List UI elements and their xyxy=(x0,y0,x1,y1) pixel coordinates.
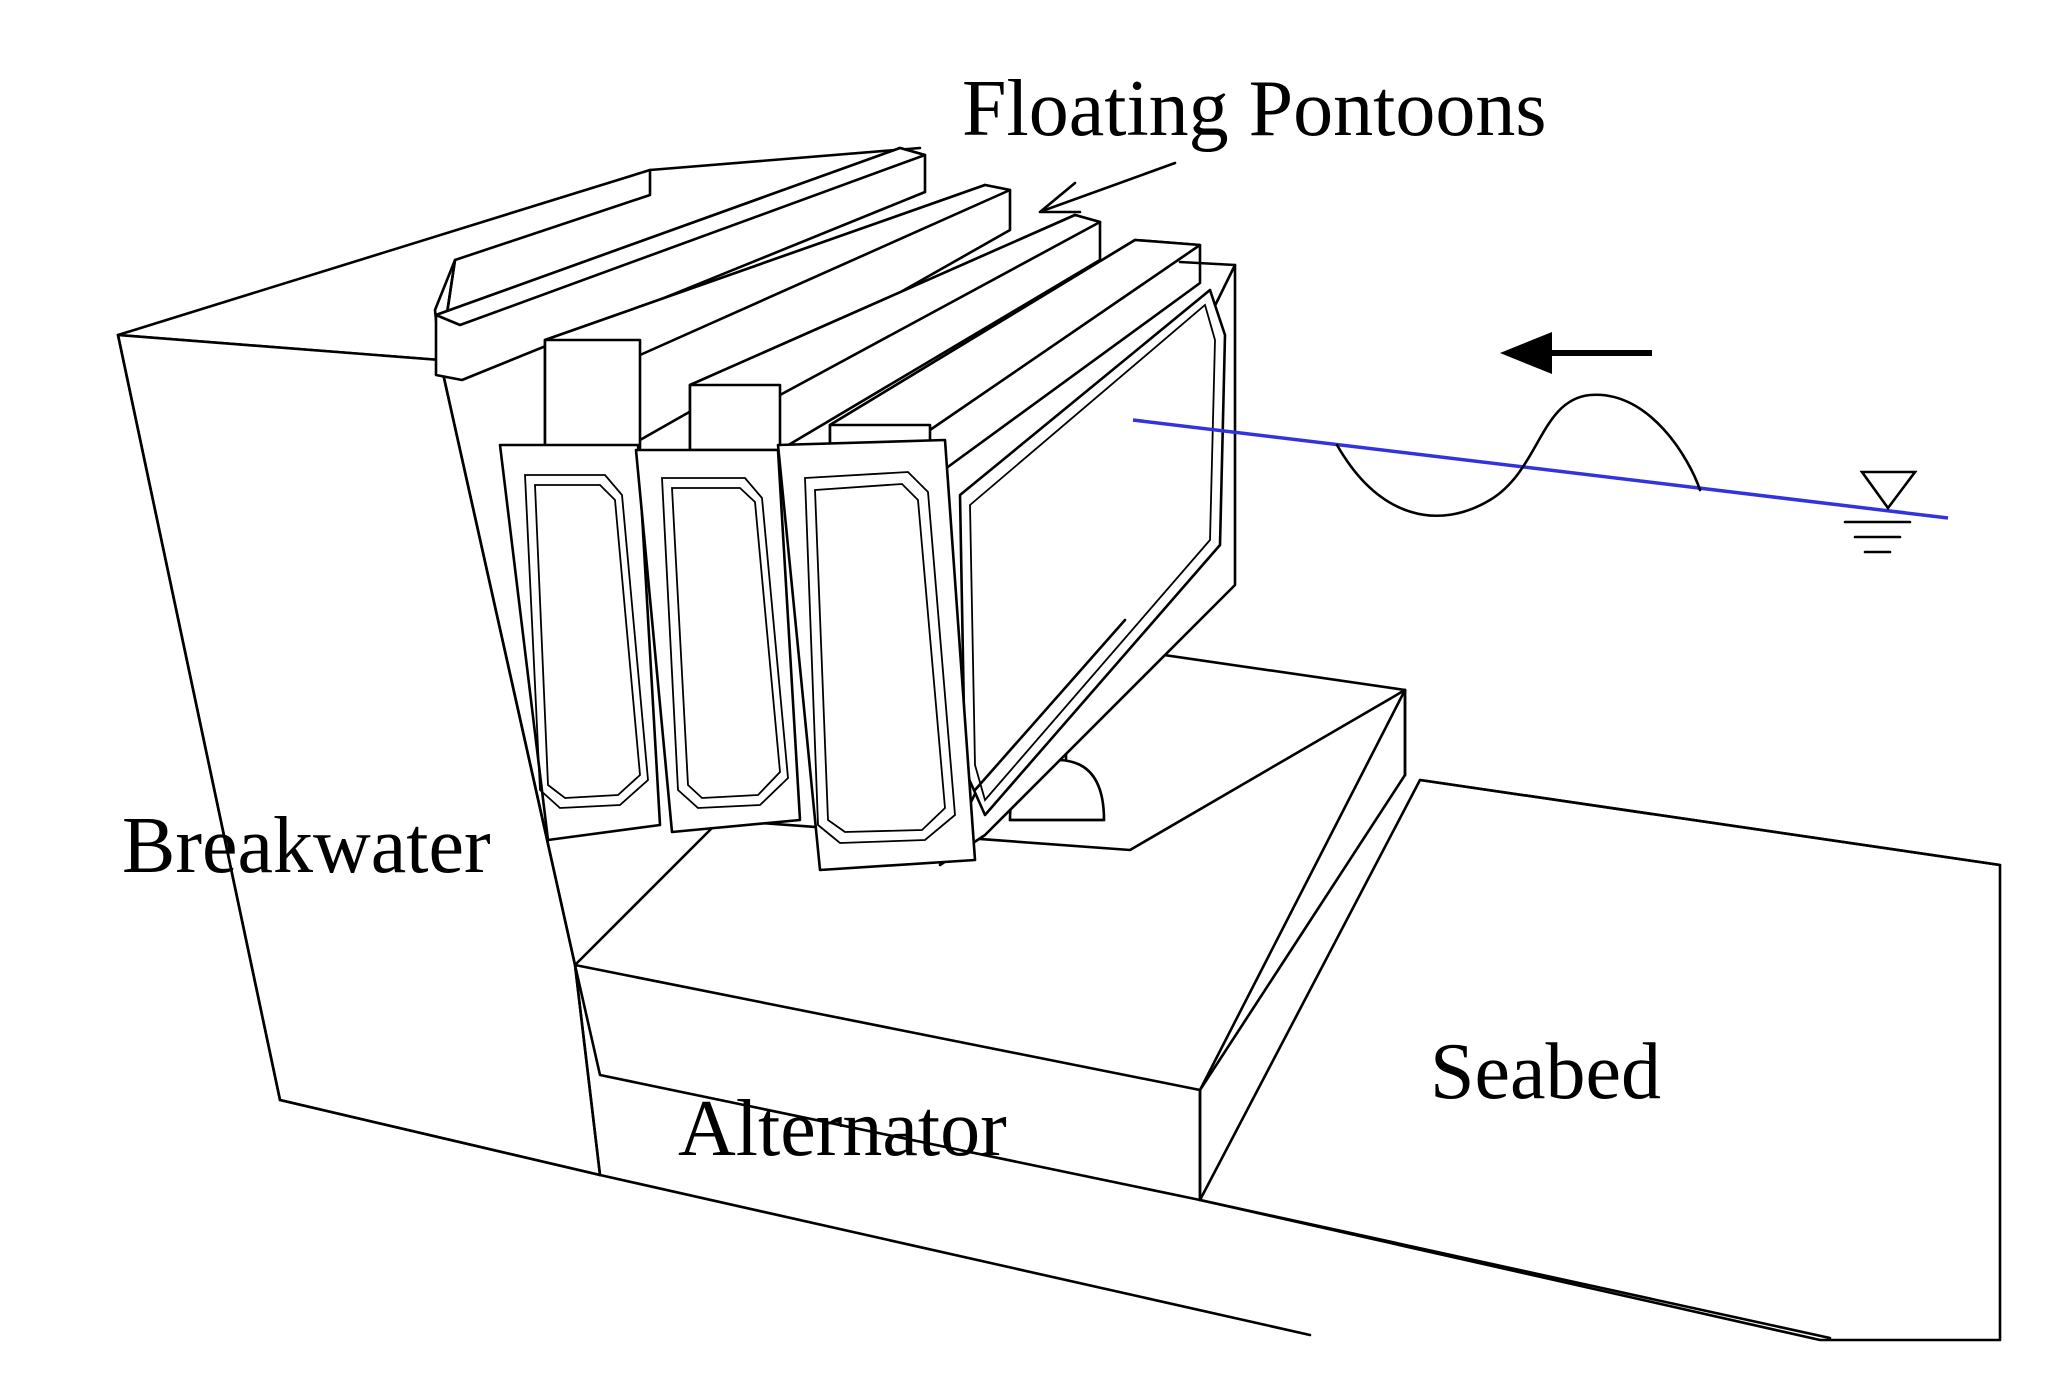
pontoon-frames xyxy=(498,260,1237,872)
floating-pontoons-label: Floating Pontoons xyxy=(962,65,1547,153)
seabed-structure xyxy=(573,648,2002,1342)
water-surface xyxy=(1132,393,1949,520)
breakwater-block xyxy=(116,146,922,1177)
left-arrow-icon xyxy=(1500,332,1652,374)
pontoon-pointer-arrow xyxy=(1038,161,1177,214)
alternator-label: Alternator xyxy=(678,1085,1007,1173)
pontoon-top-beams xyxy=(434,146,1202,482)
water-level-triangle-icon xyxy=(1843,470,1918,554)
incident-wave xyxy=(1335,393,1702,518)
breakwater-label: Breakwater xyxy=(122,802,491,890)
seabed-label: Seabed xyxy=(1430,1028,1661,1116)
water-line xyxy=(1132,418,1949,520)
